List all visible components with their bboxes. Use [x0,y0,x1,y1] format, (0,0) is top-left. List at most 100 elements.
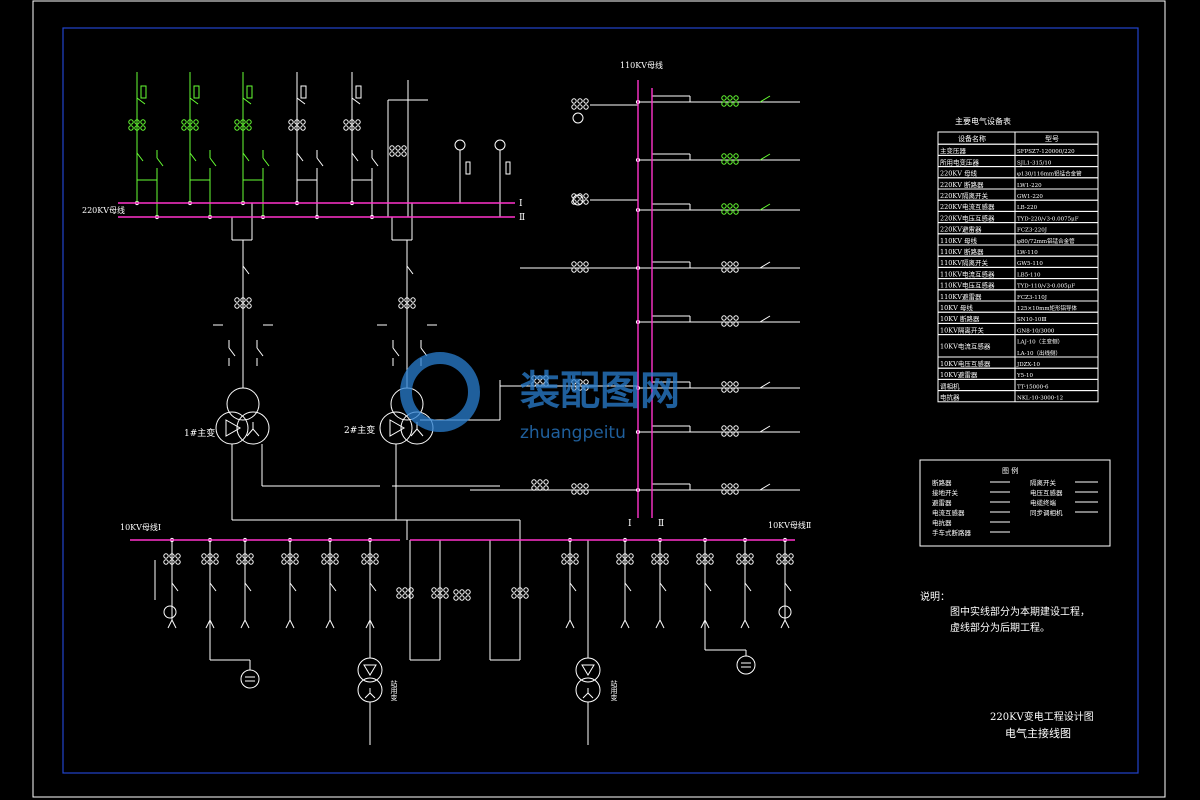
current-transformer-icon [721,483,727,489]
table-cell-model: TYD-110/√3-0.005μF [1017,283,1075,290]
breaker-icon [759,203,771,211]
current-transformer-icon [733,153,739,159]
surge-arrester-icon [193,85,200,99]
current-transformer-icon [321,559,327,565]
table-cell-model: LB5-110 [1017,272,1041,278]
current-transformer-icon [193,125,199,131]
current-transformer-icon [459,595,465,601]
station-transformer-1 [357,657,383,703]
table-header-name: 设备名称 [958,134,986,143]
current-transformer-icon [733,431,739,437]
current-transformer-icon [727,315,733,321]
legend-item: 电压互感器 [1030,488,1063,497]
table-cell-model: NKL-10-3000-12 [1017,396,1063,402]
table-cell-model: GW1-220 [1017,194,1043,200]
disconnector-icon [262,157,270,167]
current-transformer-icon [571,379,577,385]
table-cell-model: GN8-10/3000 [1017,328,1055,334]
current-transformer-icon [213,559,219,565]
current-transformer-icon [727,95,733,101]
current-transformer-icon [343,125,349,131]
table-cell-model: LA-10（出线侧） [1017,349,1061,357]
current-transformer-icon [727,489,733,495]
current-transformer-icon [396,587,402,593]
breaker-icon [189,152,197,162]
current-transformer-icon [583,199,589,205]
current-transformer-icon [543,381,549,387]
current-transformer-icon [567,553,573,559]
arrow-line [365,619,371,629]
current-transformer-icon [240,297,246,303]
table-cell-model: LB-220 [1017,205,1038,211]
table-cell-name: 10KV电压互感器 [940,359,991,368]
current-transformer-icon [288,125,294,131]
breaker-icon [406,265,414,275]
current-transformer-icon [404,297,410,303]
current-transformer-icon [246,125,252,131]
current-transformer-icon [567,559,573,565]
legend-item: 避雷器 [932,498,952,507]
bus-220-section-2: Ⅱ [519,213,525,223]
current-transformer-icon [281,553,287,559]
legend-item: 电流互感器 [932,508,965,517]
arrow-line [569,619,575,629]
table-cell-name: 110KV 断路器 [940,247,984,256]
surge-arrester-icon [140,85,147,99]
arrow-line [285,619,291,629]
current-transformer-icon [201,553,207,559]
table-cell-name: 110KV电流互感器 [940,269,995,278]
table-cell-name: 主变压器 [940,146,967,155]
current-transformer-icon [193,119,199,125]
current-transformer-icon [402,593,408,599]
ground-switch-icon [136,97,146,105]
current-transformer-icon [702,559,708,565]
current-transformer-icon [663,553,669,559]
current-transformer-icon [733,381,739,387]
current-transformer-icon [443,587,449,593]
current-transformer-icon [288,119,294,125]
current-transformer-icon [246,303,252,309]
voltage-transformer-icon [778,605,792,619]
disconnector-icon [209,157,217,167]
breaker-icon [296,152,304,162]
current-transformer-icon [736,559,742,565]
current-transformer-icon [207,553,213,559]
legend-title: 图 例 [1002,466,1018,475]
current-transformer-icon [408,587,414,593]
breaker-icon [759,381,771,389]
legend-item: 接地开关 [932,488,959,497]
breaker-icon [369,582,377,592]
current-transformer-icon [721,315,727,321]
voltage-transformer-icon [572,112,584,124]
current-transformer-icon [389,151,395,157]
breaker-icon [704,582,712,592]
current-transformer-icon [294,119,300,125]
table-cell-name: 110KV避雷器 [940,292,982,301]
title-project: 220KV变电工程设计图 [990,710,1094,723]
current-transformer-icon [395,145,401,151]
current-transformer-icon [543,479,549,485]
current-transformer-icon [727,101,733,107]
current-transformer-icon [733,489,739,495]
breaker-icon [784,582,792,592]
current-transformer-icon [583,193,589,199]
current-transformer-icon [727,381,733,387]
notes-line-1: 图中实线部分为本期建设工程， [950,605,1090,618]
breaker-icon [759,425,771,433]
arrow-line [700,619,706,629]
arrow-line [240,619,246,629]
watermark: 装配图网 zhuangpeitu [400,352,680,443]
current-transformer-icon [727,159,733,165]
current-transformer-icon [622,553,628,559]
current-transformer-icon [696,553,702,559]
title-drawing: 电气主接线图 [1005,726,1071,740]
table-cell-model: FCZ3-110J [1017,295,1047,301]
current-transformer-icon [571,199,577,205]
surge-arrester-icon [505,161,511,175]
table-cell-model: JDZX-10 [1016,362,1041,368]
surge-arrester-icon [300,85,307,99]
current-transformer-icon [622,559,628,565]
current-transformer-icon [321,553,327,559]
current-transformer-icon [583,98,589,104]
current-transformer-icon [721,153,727,159]
